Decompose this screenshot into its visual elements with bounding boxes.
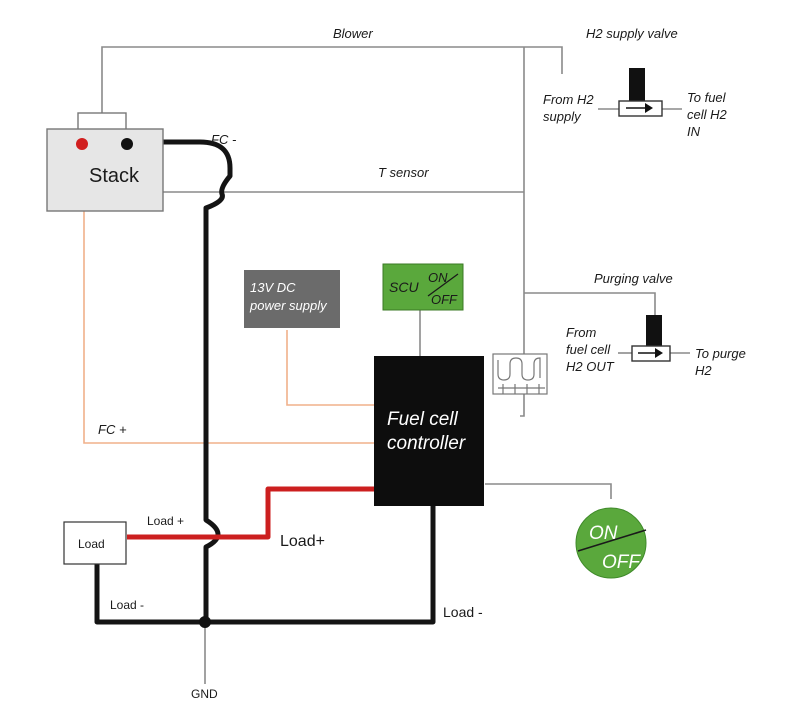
diagram-labels: Blower H2 supply valve From H2 supply To… xyxy=(98,26,746,701)
controller-label-line2: controller xyxy=(387,433,466,454)
load-plus-wire xyxy=(127,486,374,540)
load-box-label: Load xyxy=(78,537,105,551)
load-plus-small-label: Load + xyxy=(147,514,184,528)
fuel-cell-controller: Fuel cell controller xyxy=(374,356,484,506)
from-fuel-cell-label-1: From xyxy=(566,325,597,340)
negative-terminal-icon xyxy=(121,138,133,150)
on-off-button[interactable]: ON OFF xyxy=(575,507,647,579)
controller-label-line1: Fuel cell xyxy=(387,409,459,430)
to-purge-label-1: To purge xyxy=(695,346,746,361)
to-fuel-cell-label-1: To fuel xyxy=(687,90,727,105)
positive-terminal-icon xyxy=(76,138,88,150)
purging-valve-label: Purging valve xyxy=(594,271,673,286)
to-fuel-cell-label-2: cell H2 xyxy=(687,107,728,122)
scu-label: SCU xyxy=(389,279,419,295)
fc-plus-label: FC + xyxy=(98,422,127,437)
load-minus-left-label: Load - xyxy=(110,598,144,612)
from-fuel-cell-label-2: fuel cell xyxy=(566,342,611,357)
signal-wires xyxy=(83,143,374,444)
stack: Stack xyxy=(46,112,164,212)
from-h2-supply-label-2: supply xyxy=(543,109,582,124)
h2-supply-valve-icon xyxy=(618,68,663,117)
power-supply-label-line2: power supply xyxy=(249,298,328,313)
scu-box: SCU ON OFF xyxy=(382,263,464,311)
load-box: Load xyxy=(63,521,127,565)
ground-junction-icon xyxy=(199,616,211,628)
on-off-button-off: OFF xyxy=(602,552,641,573)
power-supply-label-line1: 13V DC xyxy=(250,280,296,295)
h2-supply-valve-label: H2 supply valve xyxy=(586,26,678,41)
stack-label: Stack xyxy=(89,165,140,187)
to-purge-label-2: H2 xyxy=(695,363,712,378)
gnd-label: GND xyxy=(191,687,218,701)
to-fuel-cell-label-3: IN xyxy=(687,124,701,139)
fc-minus-label: FC - xyxy=(211,132,237,147)
blower-label: Blower xyxy=(333,26,373,41)
t-sensor-label: T sensor xyxy=(378,165,429,180)
from-h2-supply-label-1: From H2 xyxy=(543,92,594,107)
scu-off-label: OFF xyxy=(431,292,458,307)
connector-block-icon xyxy=(492,353,548,395)
purging-valve-icon xyxy=(631,315,671,362)
on-off-button-on: ON xyxy=(589,523,618,544)
power-supply-box: 13V DC power supply xyxy=(244,270,340,328)
power-wires xyxy=(94,139,436,625)
load-plus-big-label: Load+ xyxy=(280,533,325,550)
load-minus-right-label: Load - xyxy=(443,604,483,620)
from-fuel-cell-label-3: H2 OUT xyxy=(566,359,615,374)
scu-on-label: ON xyxy=(428,270,448,285)
